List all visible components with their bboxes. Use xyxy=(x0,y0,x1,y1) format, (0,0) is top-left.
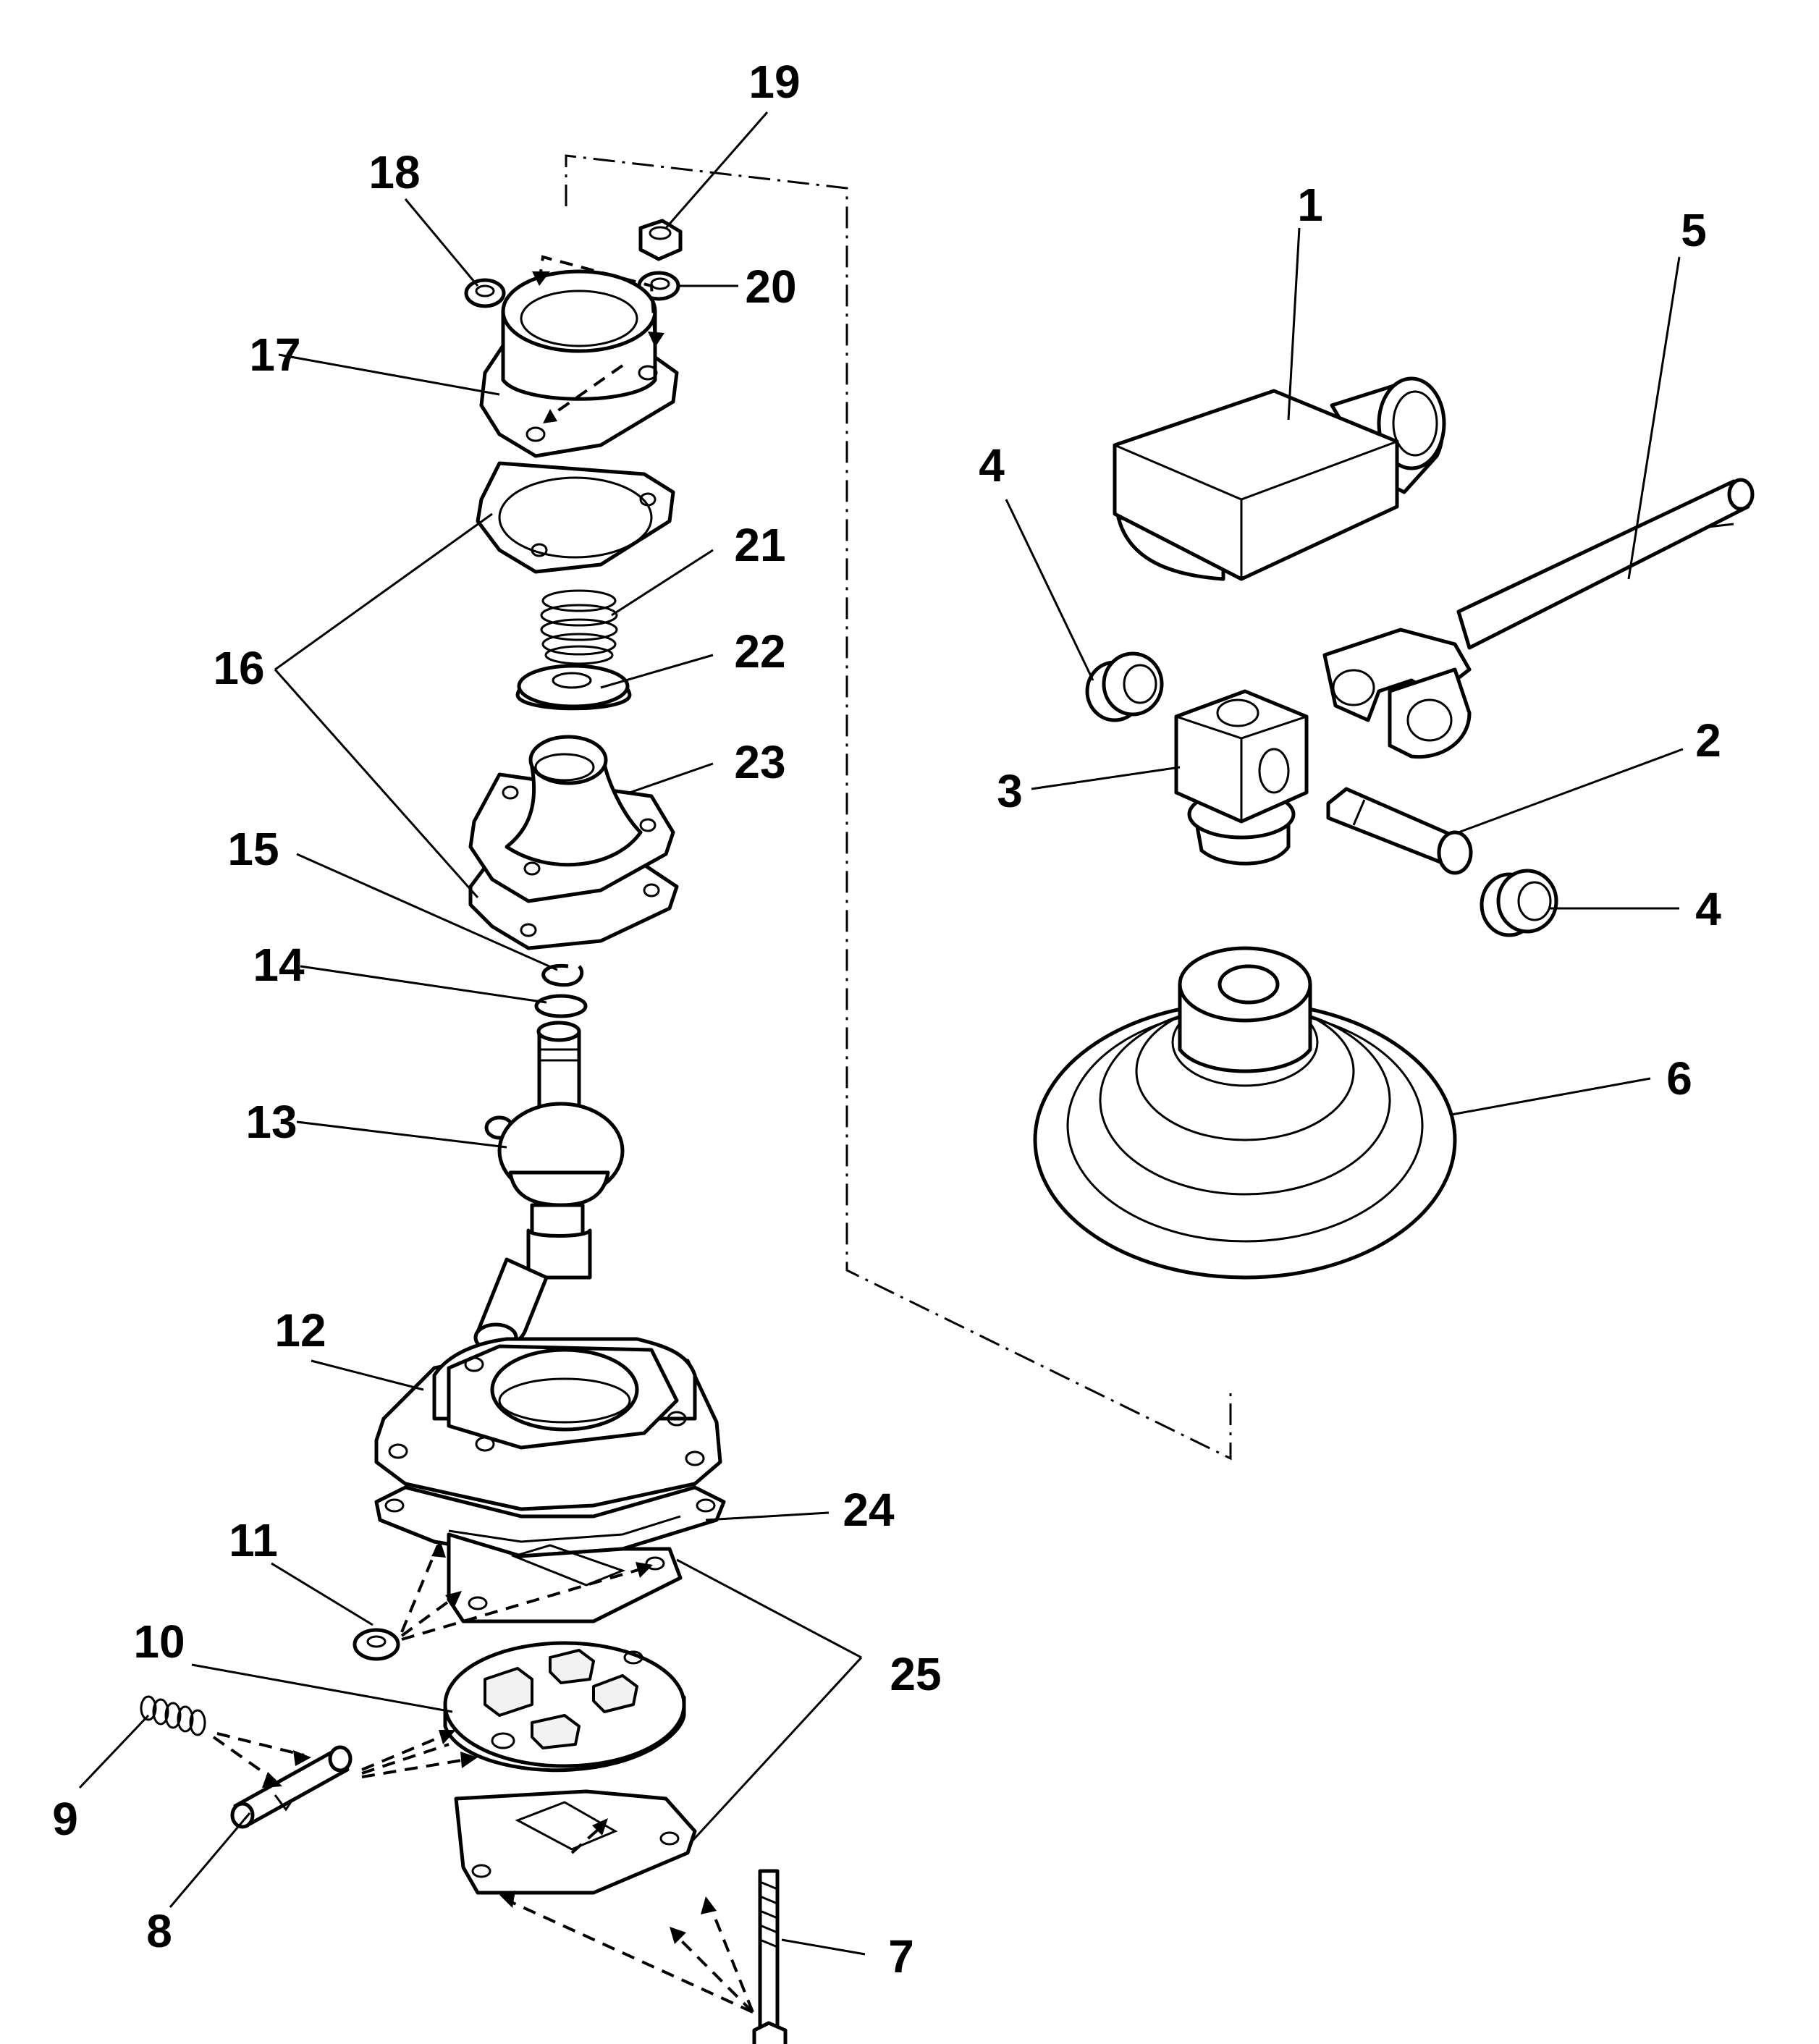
bushing-top xyxy=(1085,651,1164,722)
callout-9: 9 xyxy=(52,1793,78,1845)
bolt xyxy=(752,1869,788,2044)
gasket-top xyxy=(476,461,675,574)
ball-seat-housing xyxy=(468,735,675,903)
bushing-bottom xyxy=(1480,869,1558,937)
gear-lever-ball xyxy=(473,1021,625,1353)
detent-spring xyxy=(140,1695,206,1736)
assembly-arrows-10 xyxy=(212,1730,478,1788)
callout-4-bottom: 4 xyxy=(1695,883,1721,935)
detent-pin xyxy=(230,1745,353,1829)
callout-3: 3 xyxy=(997,765,1023,817)
rubber-boot xyxy=(1033,946,1457,1280)
callout-17: 17 xyxy=(249,329,300,381)
o-ring xyxy=(534,994,588,1018)
callout-10: 10 xyxy=(133,1616,185,1668)
callout-12: 12 xyxy=(274,1304,326,1356)
nut xyxy=(638,219,683,261)
callout-18: 18 xyxy=(368,146,420,198)
callout-4-top: 4 xyxy=(979,439,1005,491)
assembly-arrows-11 xyxy=(400,1540,653,1641)
callout-20: 20 xyxy=(745,261,796,313)
washer xyxy=(464,278,506,308)
pin xyxy=(1326,787,1473,875)
spring xyxy=(540,589,618,665)
callout-25: 25 xyxy=(890,1648,941,1700)
callout-19: 19 xyxy=(748,56,800,108)
callout-2: 2 xyxy=(1695,714,1721,766)
callout-13: 13 xyxy=(245,1096,297,1148)
callout-14: 14 xyxy=(253,939,305,991)
lock-washer xyxy=(353,1628,400,1661)
plate-gasket-lower xyxy=(454,1789,697,1895)
circlip xyxy=(541,963,584,987)
callout-23: 23 xyxy=(734,736,785,788)
lower-housing xyxy=(374,1337,722,1511)
group-bracket-line xyxy=(565,154,1232,1461)
shift-rod-yoke xyxy=(1322,478,1755,759)
callout-7: 7 xyxy=(888,1930,914,1982)
retainer-cap xyxy=(479,255,679,458)
callout-6: 6 xyxy=(1666,1052,1692,1105)
callout-11: 11 xyxy=(229,1514,278,1566)
callout-5: 5 xyxy=(1681,204,1707,256)
shift-lever-block xyxy=(1174,689,1309,866)
callout-16: 16 xyxy=(213,642,264,694)
leader-lines xyxy=(78,111,1684,1956)
callout-24: 24 xyxy=(843,1484,895,1536)
spring-seat xyxy=(515,664,632,711)
gate-plate xyxy=(443,1641,686,1773)
callout-labels: 1 5 4 2 3 4 6 19 18 20 17 21 16 22 23 15… xyxy=(52,56,1721,1982)
plate-gasket-upper xyxy=(447,1532,683,1623)
callout-21: 21 xyxy=(734,519,785,571)
callout-22: 22 xyxy=(734,625,785,677)
assembly-arrows-7 xyxy=(499,1891,754,2014)
switch-box xyxy=(1113,376,1446,581)
callout-1: 1 xyxy=(1297,179,1323,231)
callout-15: 15 xyxy=(227,823,279,875)
callout-8: 8 xyxy=(146,1905,172,1957)
